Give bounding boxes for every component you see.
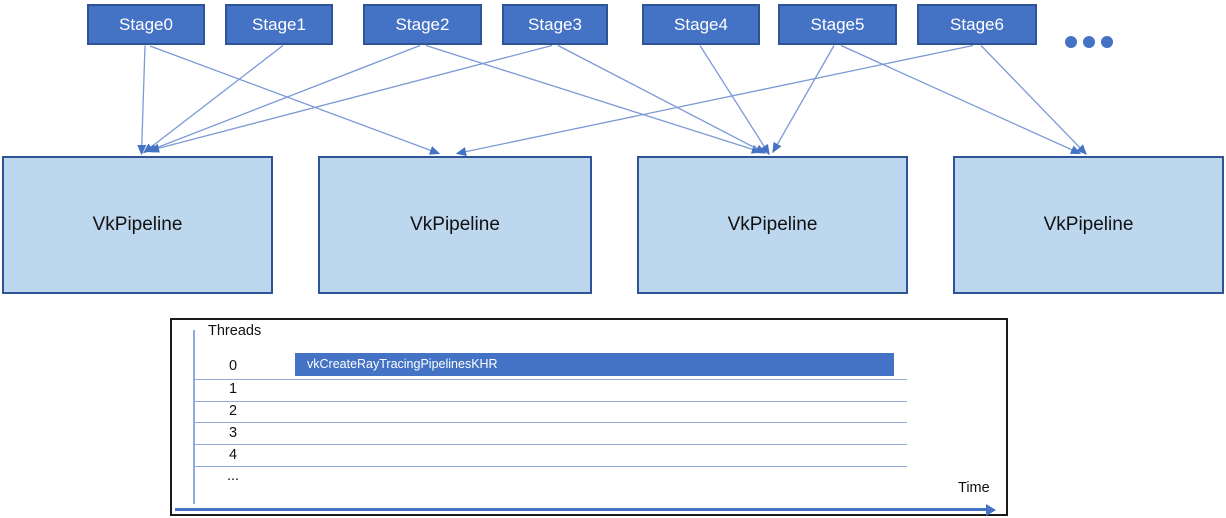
thread-row-label-2: 2 [228,403,238,419]
edge-stage0-pipeline0 [137,45,147,156]
threads-axis-line [193,330,195,504]
time-axis-line [175,508,987,511]
timeline-bar-vkCreateRayTracingPipelinesKHR: vkCreateRayTracingPipelinesKHR [295,353,894,376]
stage-label: Stage4 [674,14,728,34]
threads-timeline-chart: Threads 0 1 2 3 4 ... vkCreateRayTracing… [170,318,1008,516]
edge-stage0-pipeline1 [149,45,441,155]
pipeline-box-2: VkPipeline [637,156,908,294]
ellipsis-dot-icon [1101,36,1113,48]
stage-box-1: Stage1 [225,4,333,45]
stage-box-5: Stage5 [778,4,897,45]
thread-row-label-0: 0 [228,358,238,374]
stage-box-4: Stage4 [642,4,760,45]
pipeline-label: VkPipeline [1043,214,1134,235]
time-axis-label: Time [958,480,990,496]
edge-stage3-pipeline0 [148,44,553,153]
pipeline-box-3: VkPipeline [953,156,1224,294]
thread-row-label-more: ... [226,468,240,484]
edge-stage5-pipeline2 [772,45,835,154]
edge-stage2-pipeline0 [145,44,421,153]
pipeline-label: VkPipeline [727,214,818,235]
edge-stage3-pipeline2 [557,44,767,154]
stage-label: Stage2 [395,14,450,34]
stage-box-3: Stage3 [502,4,608,45]
thread-row-separator [194,401,907,403]
pipeline-label: VkPipeline [410,214,500,235]
time-axis-arrowhead-icon [986,503,996,516]
pipeline-box-0: VkPipeline [2,156,273,294]
thread-row-label-4: 4 [228,447,238,463]
thread-row-label-1: 1 [228,381,238,397]
thread-row-label-3: 3 [228,425,238,441]
pipeline-box-1: VkPipeline [318,156,592,294]
stage-box-0: Stage0 [87,4,205,45]
thread-row-separator [194,444,907,446]
thread-row-separator [194,379,907,381]
edge-stage5-pipeline3 [840,44,1082,155]
stage-label: Stage0 [119,14,173,34]
pipeline-label: VkPipeline [92,214,183,235]
edge-stage1-pipeline0 [142,44,284,154]
stage-box-2: Stage2 [363,4,482,45]
thread-row-separator [194,422,907,424]
ellipsis-dot-icon [1083,36,1095,48]
stage-label: Stage3 [528,14,582,34]
stage-label: Stage6 [950,14,1004,34]
threads-axis-title: Threads [208,323,262,339]
edge-stage6-pipeline1 [455,44,974,157]
edge-stage2-pipeline2 [425,44,763,154]
stage-label: Stage5 [810,14,865,34]
stage-box-6: Stage6 [917,4,1037,45]
stage-label: Stage1 [252,14,306,34]
thread-row-separator [194,466,907,468]
ellipsis-dot-icon [1065,36,1077,48]
edge-stage4-pipeline2 [699,45,770,156]
edge-stage6-pipeline3 [980,45,1087,155]
